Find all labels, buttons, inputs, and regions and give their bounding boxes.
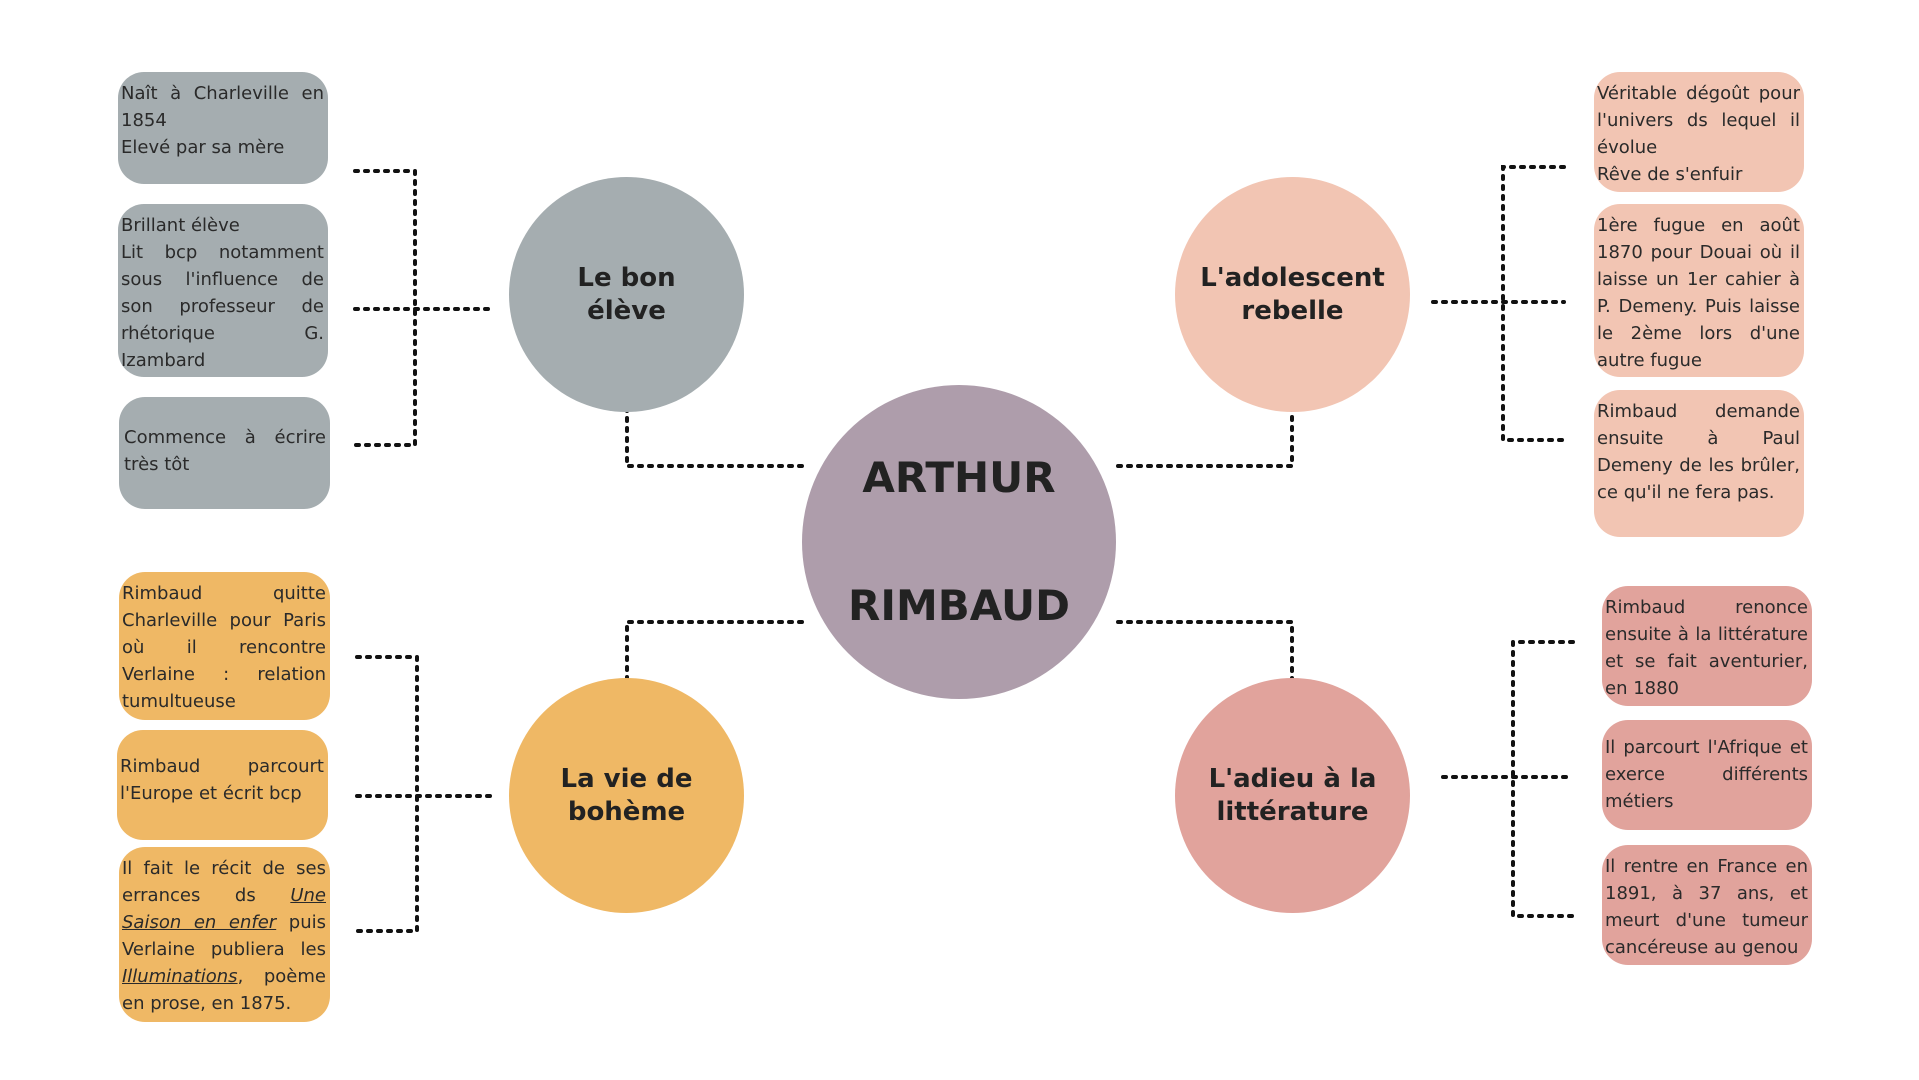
center-node: ARTHUR RIMBAUD xyxy=(802,385,1116,699)
boheme-box-europe: Rimbaud parcourt l'Europe et écrit bcp xyxy=(117,730,328,840)
boheme-recit-work-saison: Une Saison en enfer xyxy=(122,885,326,933)
boheme-box-paris: Rimbaud quitte Charleville pour Paris où… xyxy=(119,572,330,720)
boheme-recit-part2: puis Verlaine publiera les xyxy=(122,912,326,960)
boheme-recit-work-illuminations: Illuminations xyxy=(122,966,238,987)
node-vie-boheme-title: La vie de bohème xyxy=(560,763,693,827)
adieu-box-retour-text: Il rentre en France en 1891, à 37 ans, e… xyxy=(1605,856,1808,958)
ado-box-disgust: Véritable dégoût pour l'univers ds leque… xyxy=(1594,72,1804,192)
bon-box-birth-line1: Naît à Charleville en 1854 xyxy=(121,83,324,131)
ado-box-disgust-line2: Rêve de s'enfuir xyxy=(1597,164,1743,185)
boheme-recit-part1: Il fait le récit de ses errances ds xyxy=(122,858,326,906)
node-adieu-litterature: L'adieu à la littérature xyxy=(1175,678,1410,913)
node-bon-eleve-title: Le bon élève xyxy=(577,262,676,326)
boheme-box-europe-text: Rimbaud parcourt l'Europe et écrit bcp xyxy=(120,756,324,804)
node-bon-eleve: Le bon élève xyxy=(509,177,744,412)
connector-adieu-bracket xyxy=(1511,640,1578,918)
adieu-box-renonce: Rimbaud renonce ensuite à la littérature… xyxy=(1602,586,1812,706)
adieu-box-retour: Il rentre en France en 1891, à 37 ans, e… xyxy=(1602,845,1812,965)
bon-box-writing: Commence à écrire très tôt xyxy=(119,397,330,509)
ado-box-disgust-line1: Véritable dégoût pour l'univers ds leque… xyxy=(1597,83,1800,158)
adieu-box-afrique: Il parcourt l'Afrique et exerce différen… xyxy=(1602,720,1812,830)
bon-box-student: Brillant élève Lit bcp notamment sous l'… xyxy=(118,204,328,377)
boheme-recit-part3: , poème en prose, en 1875. xyxy=(122,966,326,1014)
ado-box-burn: Rimbaud demande ensuite à Paul Demeny de… xyxy=(1594,390,1804,537)
node-vie-boheme: La vie de bohème xyxy=(509,678,744,913)
ado-box-fugue: 1ère fugue en août 1870 pour Douai où il… xyxy=(1594,204,1804,377)
node-adieu-litterature-title: L'adieu à la littérature xyxy=(1208,763,1377,827)
adieu-box-renonce-text: Rimbaud renonce ensuite à la littérature… xyxy=(1605,597,1808,699)
bon-box-writing-text: Commence à écrire très tôt xyxy=(124,427,326,475)
node-adolescent-rebelle: L'adolescent rebelle xyxy=(1175,177,1410,412)
ado-box-fugue-text: 1ère fugue en août 1870 pour Douai où il… xyxy=(1597,215,1800,371)
bon-box-birth: Naît à Charleville en 1854 Elevé par sa … xyxy=(118,72,328,184)
connector-bon-bracket xyxy=(353,169,417,447)
bon-box-birth-line2: Elevé par sa mère xyxy=(121,137,285,158)
connector-ado-bracket xyxy=(1501,165,1570,442)
boheme-box-recit: Il fait le récit de ses errances ds Une … xyxy=(119,847,330,1022)
bon-box-student-line1: Brillant élève xyxy=(121,215,240,236)
adieu-box-afrique-text: Il parcourt l'Afrique et exerce différen… xyxy=(1605,737,1808,812)
center-title-line1: ARTHUR xyxy=(862,453,1056,502)
boheme-box-recit-text: Il fait le récit de ses errances ds Une … xyxy=(122,855,326,1017)
center-title: ARTHUR RIMBAUD xyxy=(848,382,1070,702)
ado-box-burn-text: Rimbaud demande ensuite à Paul Demeny de… xyxy=(1597,401,1800,503)
connector-boheme-bracket xyxy=(355,655,419,933)
bon-box-student-line2: Lit bcp notamment sous l'influence de so… xyxy=(121,242,324,371)
node-adolescent-rebelle-title: L'adolescent rebelle xyxy=(1200,262,1385,326)
boheme-box-paris-text: Rimbaud quitte Charleville pour Paris où… xyxy=(122,583,326,712)
center-title-line2: RIMBAUD xyxy=(848,581,1070,630)
